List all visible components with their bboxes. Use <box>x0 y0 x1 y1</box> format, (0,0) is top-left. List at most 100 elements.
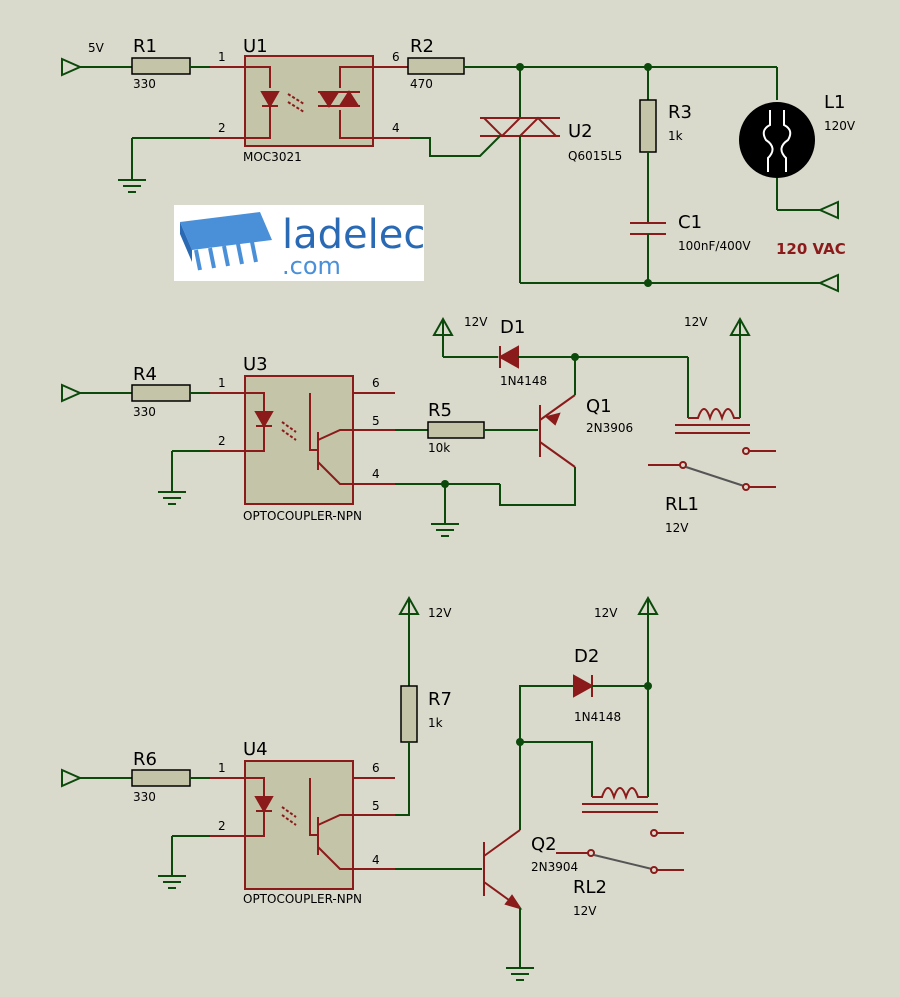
supply-5v-label: 5V <box>88 41 105 55</box>
u3-pin1: 1 <box>218 376 226 390</box>
l1-value: 120V <box>824 119 856 133</box>
vcc-12v-1 <box>433 318 453 358</box>
ac-voltage-label: 120 VAC <box>776 240 846 258</box>
u2-ref: U2 <box>568 121 593 142</box>
d1-ref: D1 <box>500 317 525 338</box>
r4-value: 330 <box>133 405 156 419</box>
u1-pin2: 2 <box>218 121 226 135</box>
optocoupler-u3 <box>244 375 354 505</box>
logo-domain: .com <box>282 252 341 280</box>
r1-ref: R1 <box>133 36 157 57</box>
d1-supply-label: 12V <box>464 315 488 329</box>
r5-ref: R5 <box>428 400 452 421</box>
vcc-12v-2 <box>730 318 750 358</box>
resistor-r6 <box>131 769 191 787</box>
rl1-supply-label: 12V <box>684 315 708 329</box>
resistor-r2 <box>407 57 465 75</box>
r5-value: 10k <box>428 441 450 455</box>
diode-d2 <box>573 674 595 698</box>
relay-switch-rl2 <box>593 854 653 870</box>
lamp-l1-icon <box>739 102 815 178</box>
ac-terminal-1 <box>819 201 839 219</box>
ground-symbol-2 <box>157 483 187 505</box>
resistor-r4 <box>131 384 191 402</box>
rl2-supply-label: 12V <box>594 606 618 620</box>
logo-name: ladelec <box>282 212 425 258</box>
c1-value: 100nF/400V <box>678 239 751 253</box>
d2-ref: D2 <box>574 646 599 667</box>
r7-supply-label: 12V <box>428 606 452 620</box>
u4-pin5: 5 <box>372 799 380 813</box>
circuit-1-triac-driver: 5V R1 330 U1 MOC3021 1 2 6 4 <box>61 36 856 292</box>
u2-part: Q6015L5 <box>568 149 622 163</box>
ac-terminal-2 <box>819 274 839 292</box>
led-icon <box>254 796 274 814</box>
u1-ref: U1 <box>243 36 268 57</box>
u4-part: OPTOCOUPLER-NPN <box>243 892 362 906</box>
u3-pin4: 4 <box>372 467 380 481</box>
u3-ref: U3 <box>243 354 268 375</box>
r2-ref: R2 <box>410 36 434 57</box>
r3-ref: R3 <box>668 102 692 123</box>
q2-ref: Q2 <box>531 834 557 855</box>
optocoupler-u4 <box>244 760 354 890</box>
r6-value: 330 <box>133 790 156 804</box>
u3-pin6: 6 <box>372 376 380 390</box>
led-icon <box>260 91 280 109</box>
vcc-12v-3 <box>399 597 419 637</box>
rl1-value: 12V <box>665 521 689 535</box>
relay-switch-rl1 <box>685 466 745 487</box>
d1-part: 1N4148 <box>500 374 547 388</box>
relay-coil-rl1 <box>688 408 740 422</box>
u4-ref: U4 <box>243 739 268 760</box>
ladelec-logo: ladelec .com <box>174 205 425 281</box>
u1-pin6: 6 <box>392 50 400 64</box>
u1-part: MOC3021 <box>243 150 302 164</box>
circuit-3-npn-relay: R6 330 U4 OPTOCOUPLER-NPN 1 2 6 5 4 12V … <box>61 597 684 981</box>
u4-pin6: 6 <box>372 761 380 775</box>
rl1-ref: RL1 <box>665 494 699 515</box>
c1-ref: C1 <box>678 212 702 233</box>
u3-pin2: 2 <box>218 434 226 448</box>
resistor-r1 <box>131 57 191 75</box>
resistor-r7 <box>400 685 418 743</box>
relay-coil-rl2 <box>592 787 648 801</box>
u4-pin4: 4 <box>372 853 380 867</box>
q1-ref: Q1 <box>586 396 612 417</box>
r2-value: 470 <box>410 77 433 91</box>
d2-part: 1N4148 <box>574 710 621 724</box>
input-terminal-1 <box>61 58 81 76</box>
l1-ref: L1 <box>824 92 845 113</box>
rl2-ref: RL2 <box>573 877 607 898</box>
u4-pin1: 1 <box>218 761 226 775</box>
r4-ref: R4 <box>133 364 157 385</box>
resistor-r5 <box>427 421 485 439</box>
q2-part: 2N3904 <box>531 860 578 874</box>
r3-value: 1k <box>668 129 683 143</box>
resistor-r3 <box>639 99 657 153</box>
r7-ref: R7 <box>428 689 452 710</box>
ground-symbol-3 <box>430 515 460 537</box>
chip-icon <box>180 212 272 271</box>
u1-pin4: 4 <box>392 121 400 135</box>
input-terminal-3 <box>61 384 81 402</box>
diode-d1 <box>497 345 519 369</box>
r6-ref: R6 <box>133 749 157 770</box>
u3-pin5: 5 <box>372 414 380 428</box>
led-icon <box>254 411 274 429</box>
vcc-12v-4 <box>638 597 658 637</box>
u1-pin1: 1 <box>218 50 226 64</box>
ground-symbol-1 <box>117 171 147 193</box>
triac-u2 <box>481 117 523 138</box>
u3-part: OPTOCOUPLER-NPN <box>243 509 362 523</box>
ground-symbol-5 <box>505 959 535 981</box>
rl2-value: 12V <box>573 904 597 918</box>
r7-value: 1k <box>428 716 443 730</box>
q1-part: 2N3906 <box>586 421 633 435</box>
ground-symbol-4 <box>157 867 187 889</box>
r1-value: 330 <box>133 77 156 91</box>
circuit-2-pnp-relay: R4 330 U3 OPTOCOUPLER-NPN 1 2 6 5 4 R5 1… <box>61 315 776 537</box>
input-terminal-4 <box>61 769 81 787</box>
u4-pin2: 2 <box>218 819 226 833</box>
